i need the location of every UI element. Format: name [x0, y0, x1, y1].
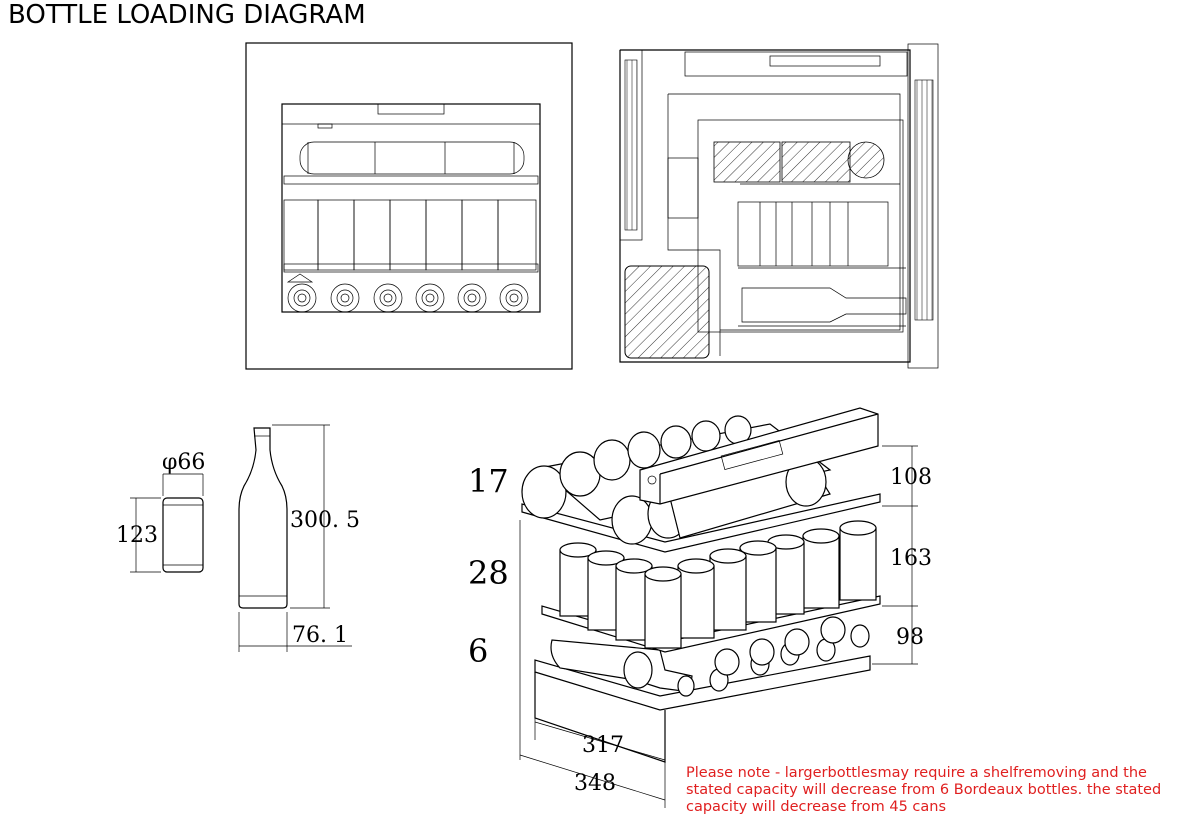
side-section-view: [619, 43, 939, 369]
iso-bottom-bottles: [550, 616, 870, 697]
can-diameter-label: φ66: [162, 450, 205, 475]
iso-cans: [559, 520, 877, 649]
bottle-diameter-label: 76. 1: [292, 623, 348, 648]
depth-inner-label: 317: [582, 733, 624, 758]
can-height-label: 123: [116, 523, 158, 548]
front-view: [245, 42, 573, 370]
front-bottle-ends: [287, 283, 529, 313]
bottle-dimension-drawing: [238, 424, 352, 652]
can-dimension-drawing: [130, 473, 204, 573]
shelf-height-bottom: 98: [896, 625, 924, 650]
capacity-note: Please note - largerbottlesmay require a…: [686, 765, 1162, 815]
shelf-count-bottom: 6: [468, 632, 488, 670]
shelf-count-middle: 28: [468, 554, 509, 592]
front-cans: [283, 199, 537, 271]
shelf-count-top: 17: [468, 462, 509, 500]
shelf-height-middle: 163: [890, 546, 932, 571]
depth-outer-label: 348: [574, 771, 616, 796]
page-title: BOTTLE LOADING DIAGRAM: [8, 0, 366, 30]
bottle-height-label: 300. 5: [290, 508, 360, 533]
shelf-height-top: 108: [890, 465, 932, 490]
isometric-rack: [519, 407, 918, 808]
